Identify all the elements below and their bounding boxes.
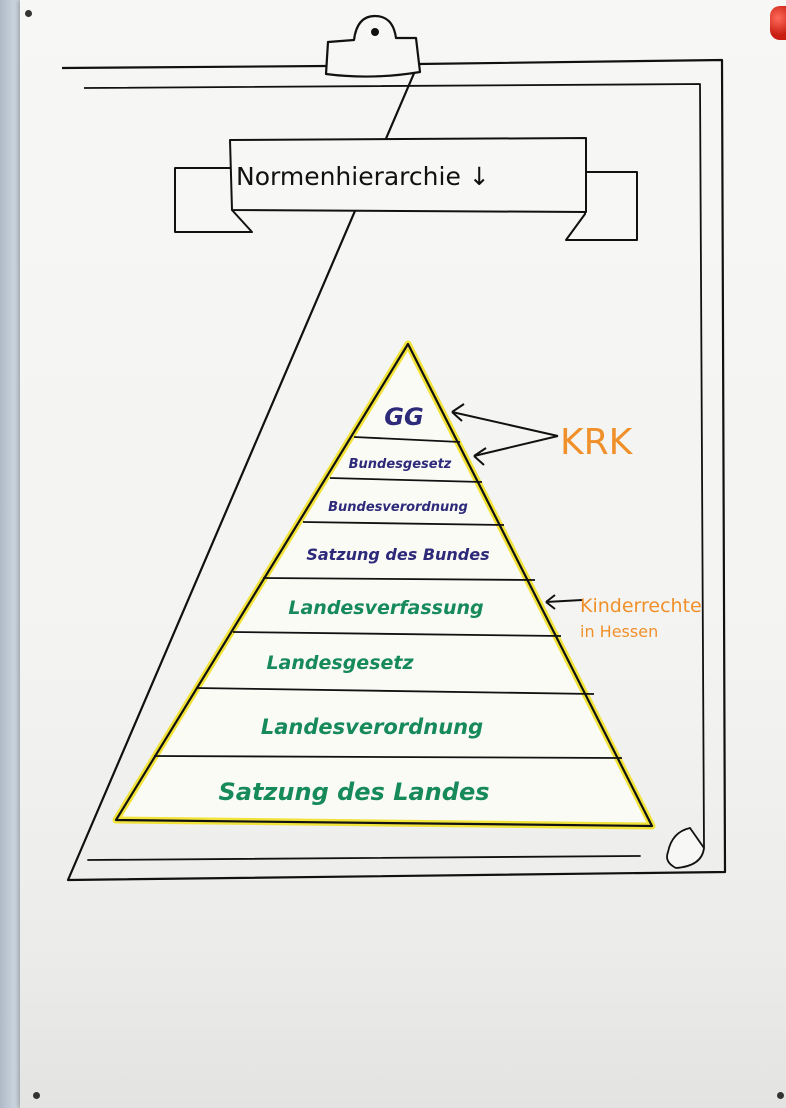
pyramid-labels: GG Bundesgesetz Bundesverordnung Satzung… — [218, 403, 489, 806]
kinderrechte-label-line2: in Hessen — [580, 622, 658, 641]
pyramid-dividers — [153, 436, 623, 759]
pyramid — [112, 340, 656, 830]
paper-curl-icon — [666, 826, 705, 869]
level-label: Satzung des Bundes — [306, 545, 489, 564]
krk-arrows — [451, 403, 559, 466]
level-label: Satzung des Landes — [218, 778, 489, 806]
level-label: Bundesgesetz — [349, 457, 452, 472]
clipboard-clip-icon — [324, 14, 422, 78]
page-title: Normenhierarchie ↓ — [236, 162, 490, 191]
level-label: Landesverfassung — [288, 597, 483, 619]
pin-icon — [33, 1092, 40, 1099]
kinderrechte-arrow — [545, 594, 583, 610]
pin-icon — [25, 10, 32, 17]
level-label: GG — [384, 403, 423, 431]
title-banner — [174, 137, 638, 241]
red-magnet-icon — [770, 6, 786, 40]
level-label: Bundesverordnung — [328, 500, 468, 515]
level-label: Landesgesetz — [266, 652, 414, 674]
level-label: Landesverordnung — [261, 715, 483, 739]
krk-label: KRK — [560, 422, 634, 463]
kinderrechte-label-line1: Kinderrechte — [580, 595, 702, 617]
pin-icon — [777, 1092, 784, 1099]
